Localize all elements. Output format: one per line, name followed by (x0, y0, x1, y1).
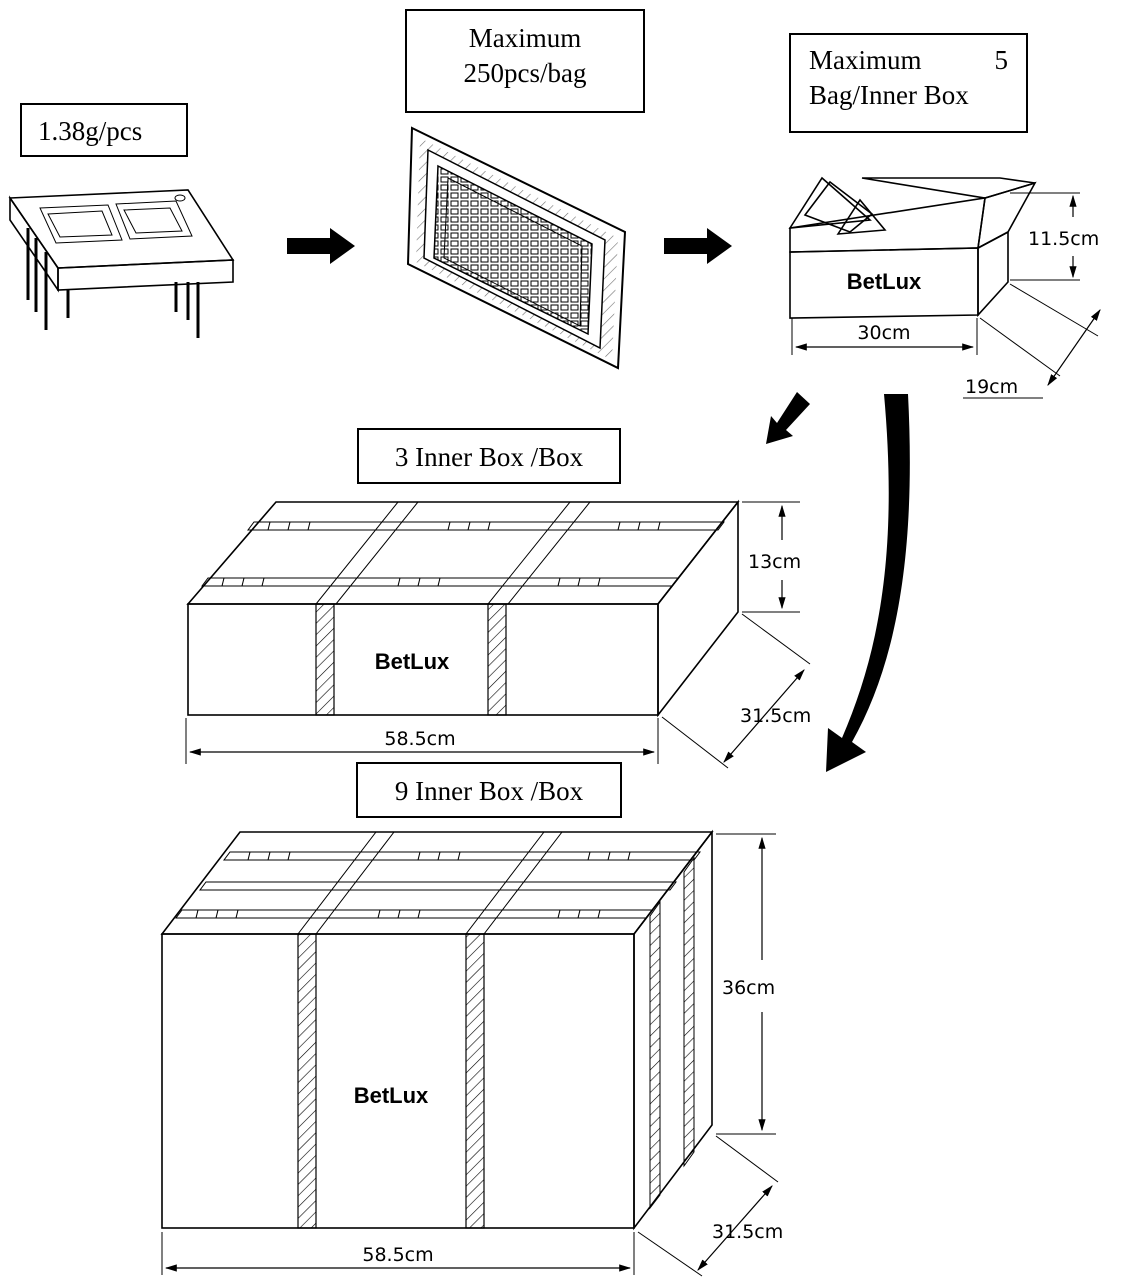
right-arrow-icon (664, 228, 732, 264)
inner-box-capacity-count: 5 (994, 45, 1009, 75)
bag-capacity-line1: Maximum (468, 23, 582, 53)
carton-9-width: 58.5cm (362, 1244, 433, 1266)
carton-9-label: 9 Inner Box /Box (356, 762, 622, 818)
carton-3-brand: BetLux (375, 649, 450, 674)
inner-box-capacity-label: Maximum 5 Bag/Inner Box (789, 33, 1028, 133)
weight-label: 1.38g/pcs (20, 103, 188, 157)
inner-box-brand: BetLux (847, 269, 922, 294)
carton-9-brand: BetLux (354, 1083, 429, 1108)
bag-capacity-line2: 250pcs/bag (463, 58, 587, 89)
carton-9-height: 36cm (722, 977, 775, 999)
inner-box-capacity-line1: Maximum (809, 45, 922, 75)
inner-box-capacity-line2: Bag/Inner Box (809, 80, 969, 111)
carton-9-icon: BetLux 36cm 58.5cm 31.5cm (160, 829, 783, 1277)
led-display-icon (8, 189, 235, 338)
inner-box-width: 30cm (857, 322, 910, 344)
carton-3-icon: BetLux 13cm 58.5cm 31.5cm (185, 499, 811, 769)
carton-3-depth: 31.5cm (740, 705, 811, 727)
inner-box-height: 11.5cm (1028, 228, 1099, 250)
carton-9-label-text: 9 Inner Box /Box (394, 776, 584, 806)
inner-box-icon: BetLux 11.5cm 30cm 19cm (788, 176, 1101, 399)
carton-3-label: 3 Inner Box /Box (357, 428, 621, 484)
carton-9-depth: 31.5cm (712, 1221, 783, 1243)
carton-3-width: 58.5cm (384, 728, 455, 750)
weight-text: 1.38g/pcs (38, 116, 143, 146)
carton-3-height: 13cm (748, 551, 801, 573)
carton-3-label-text: 3 Inner Box /Box (394, 442, 584, 472)
down-left-arrow-icon (766, 392, 810, 444)
bag-icon (406, 126, 627, 370)
curved-arrow-icon (826, 394, 910, 772)
inner-box-depth: 19cm (965, 376, 1018, 398)
bag-capacity-label: Maximum 250pcs/bag (405, 9, 645, 113)
right-arrow-icon (287, 228, 355, 264)
